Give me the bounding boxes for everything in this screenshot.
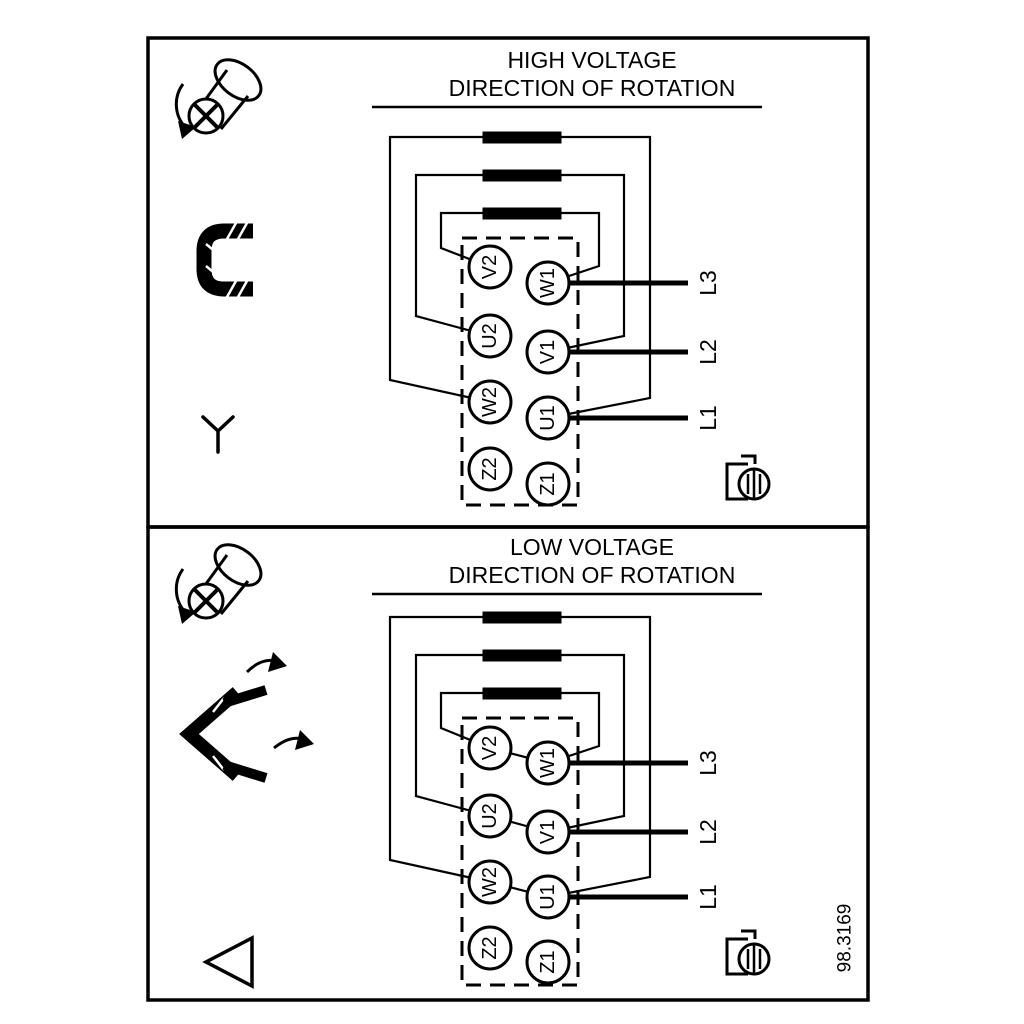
panel-border [146,525,870,1002]
terminal-w1: W1 [537,268,559,298]
panel-border [146,36,870,529]
delta-icon [202,935,254,989]
terminal-u2: U2 [479,323,501,349]
figure-number: 98.3169 [835,904,856,973]
terminal-u1: U1 [537,405,559,431]
terminal-z1: Z1 [537,472,559,495]
panel-subtitle: DIRECTION OF ROTATION [449,562,736,588]
earth-terminal-icon [725,929,771,976]
terminal-u1: U1 [537,884,559,910]
earth-terminal-icon [725,454,771,501]
terminal-u2: U2 [479,803,501,829]
jumper-bars [482,131,562,220]
terminal-z2: Z2 [479,936,501,959]
terminal-v2: V2 [479,736,501,760]
supply-label-l3: L3 [695,750,721,776]
terminal-v2: V2 [479,255,501,279]
terminal-box [460,716,580,987]
supply-label-l1: L1 [695,405,721,431]
terminal-z2: Z2 [479,457,501,480]
screw-rotation-icon [174,534,271,626]
terminal-v1: V1 [537,820,559,844]
panel-title: LOW VOLTAGE [510,534,674,560]
supply-label-l2: L2 [695,339,721,365]
wiring [388,615,652,899]
terminal-w2: W2 [479,867,501,897]
wiring [388,135,652,420]
terminal-w2: W2 [479,387,501,417]
bridge-clip-icon [196,222,253,298]
supply-label-l3: L3 [695,270,721,296]
terminal-box [460,236,580,507]
terminals: V2 U2 W2 Z2 W1 V1 U1 Z1 [467,725,571,985]
jumper-bars [482,611,562,700]
supply-label-l2: L2 [695,819,721,845]
low-voltage-panel: LOW VOLTAGE DIRECTION OF ROTATION [146,525,870,1002]
star-icon [201,415,235,454]
terminal-v1: V1 [537,340,559,364]
high-voltage-panel: HIGH VOLTAGE DIRECTION OF ROTATION [146,36,870,529]
supply-label-l1: L1 [695,884,721,910]
terminals: V2 U2 W2 Z2 W1 V1 U1 Z1 [467,244,571,507]
terminal-w1: W1 [537,748,559,778]
panel-subtitle: DIRECTION OF ROTATION [449,75,736,101]
supply-lines: L3 L2 L1 [569,270,721,431]
screw-rotation-icon [174,49,271,141]
terminal-z1: Z1 [537,950,559,973]
panel-title: HIGH VOLTAGE [507,47,676,73]
bent-bridges-icon [179,652,314,783]
supply-lines: L3 L2 L1 [569,750,721,910]
